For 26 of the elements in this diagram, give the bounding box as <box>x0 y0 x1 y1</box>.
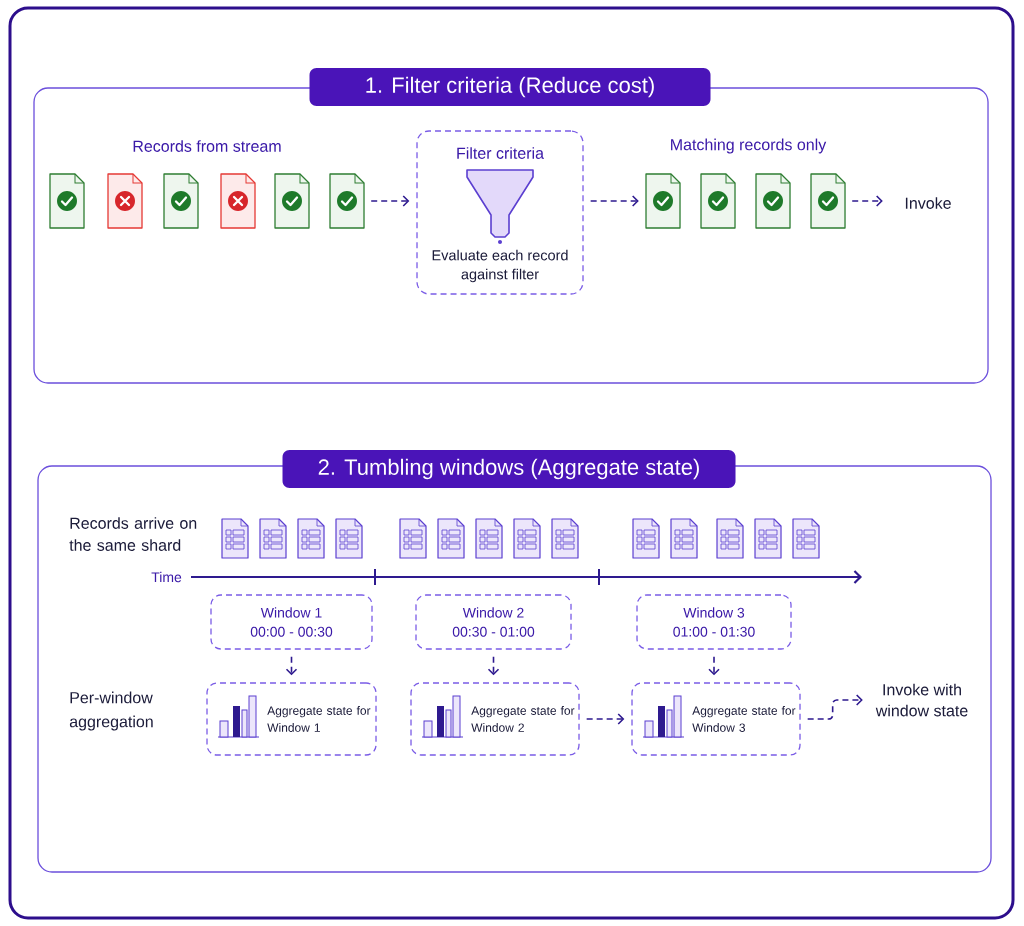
group-label: Records from stream <box>133 140 281 152</box>
arrow <box>285 655 298 676</box>
section-heading: 2. Tumbling windows (Aggregate state) <box>282 450 736 488</box>
window-box: Window 1 00:00 - 00:30 <box>210 594 373 650</box>
window-box: Window 2 00:30 - 01:00 <box>415 594 572 650</box>
node-label: Filter criteria <box>457 147 544 159</box>
arrow <box>708 655 720 676</box>
arrow <box>851 195 883 207</box>
node-label: Evaluate each record against filter <box>432 249 568 283</box>
arrow <box>370 195 410 207</box>
aggregate-box: Aggregate state for Window 2 <box>410 682 580 756</box>
arrow <box>585 713 625 725</box>
filter-box: Filter criteria Evaluate each record against filter <box>416 130 584 295</box>
action-label: Invoke with window state <box>875 683 968 717</box>
arrow <box>589 195 639 207</box>
group-label: Matching records only <box>671 138 827 154</box>
window-box: Window 3 01:00 - 01:30 <box>636 594 792 650</box>
aggregate-box: Aggregate state for Window 3 <box>631 682 801 756</box>
arrow <box>487 655 500 676</box>
aggregate-box: Aggregate state for Window 1 <box>206 682 377 756</box>
action-label: Invoke <box>905 197 951 209</box>
row-label: Records arrive on the same shard <box>69 517 197 551</box>
row-label: Per-window aggregation <box>69 691 153 731</box>
arrow <box>806 694 863 720</box>
axis-label: Time <box>151 571 182 583</box>
section-heading: 1. Filter criteria (Reduce cost) <box>309 68 711 106</box>
